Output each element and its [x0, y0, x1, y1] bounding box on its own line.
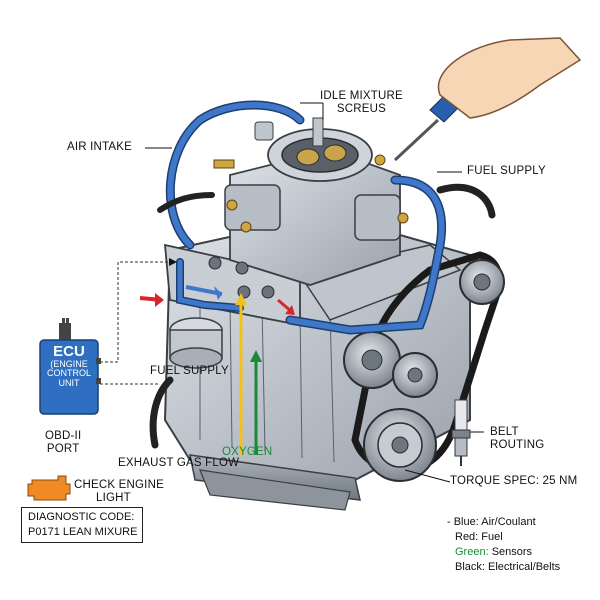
- legend-item-blue: - Blue: Air/Coulant: [447, 516, 536, 528]
- piston: [169, 317, 223, 369]
- air-coolant-hoses: [165, 100, 447, 335]
- carburetor: [213, 117, 409, 286]
- spark-plug: [451, 399, 471, 466]
- idle-mixture-label: IDLE MIXTURE SCREUS: [320, 90, 403, 116]
- sensor-lines: [235, 293, 262, 455]
- hand-screwdriver: [393, 37, 582, 162]
- check-engine-icon: [27, 475, 71, 501]
- belt-routing-line-2: ROUTING: [490, 439, 545, 451]
- ecu-unit: [39, 318, 101, 415]
- legend-item-black: Black: Electrical/Belts: [455, 561, 561, 573]
- legend-item-green: Green: Sensors: [455, 546, 532, 558]
- ecu-connection-lines: [100, 258, 177, 385]
- ecu-line-1: (ENGINE: [50, 358, 88, 369]
- oxygen-sensor-label: OXYGEN: [222, 446, 273, 458]
- flow-arrows: [139, 285, 295, 315]
- legend-item-green-key: Green:: [455, 546, 489, 558]
- legend-item-red: Red: Fuel: [455, 531, 503, 543]
- check-engine-line-1: CHECK ENGINE: [74, 479, 164, 491]
- obd-port-label: OBD-II PORT: [45, 430, 81, 456]
- leader-lines: [145, 102, 484, 483]
- belt-drive: [343, 251, 505, 482]
- obd-port-line-1: OBD-II: [45, 430, 82, 442]
- spark-plug-wells: [208, 256, 275, 299]
- belt-routing-line-1: BELT: [490, 426, 519, 438]
- legend-item-green-value: Sensors: [488, 546, 533, 558]
- ecu-title: ECU: [53, 343, 85, 360]
- torque-spec-label: TORQUE SPEC: 25 NM: [450, 475, 578, 487]
- check-engine-line-2: LIGHT: [96, 492, 131, 504]
- black-hoses: [149, 183, 496, 449]
- diagnostic-code-box: DIAGNOSTIC CODE: P0171 LEAN MIXURE: [21, 507, 143, 543]
- fuel-supply-left-label: FUEL SUPPLY: [150, 365, 229, 377]
- obd-port-line-2: PORT: [46, 443, 80, 455]
- idle-mixture-line-2: SCREUS: [336, 103, 387, 115]
- check-engine-label: CHECK ENGINE LIGHT: [74, 479, 164, 505]
- ecu-label: ECU (ENGINE CONTROL UNIT: [40, 344, 98, 388]
- fuel-supply-right-label: FUEL SUPPLY: [467, 165, 546, 177]
- ecu-line-3: UNIT: [58, 377, 80, 388]
- ecu-line-2: CONTROL: [46, 368, 91, 379]
- diagnostic-code-value: P0171 LEAN MIXURE: [28, 526, 138, 538]
- air-intake-label: AIR INTAKE: [67, 141, 133, 153]
- diagnostic-code-title: DIAGNOSTIC CODE:: [28, 511, 135, 523]
- idle-mixture-line-1: IDLE MIXTURE: [320, 90, 403, 102]
- belt-routing-label: BELT ROUTING: [490, 426, 544, 452]
- exhaust-gas-flow-label: EXHAUST GAS FLOW: [118, 457, 240, 469]
